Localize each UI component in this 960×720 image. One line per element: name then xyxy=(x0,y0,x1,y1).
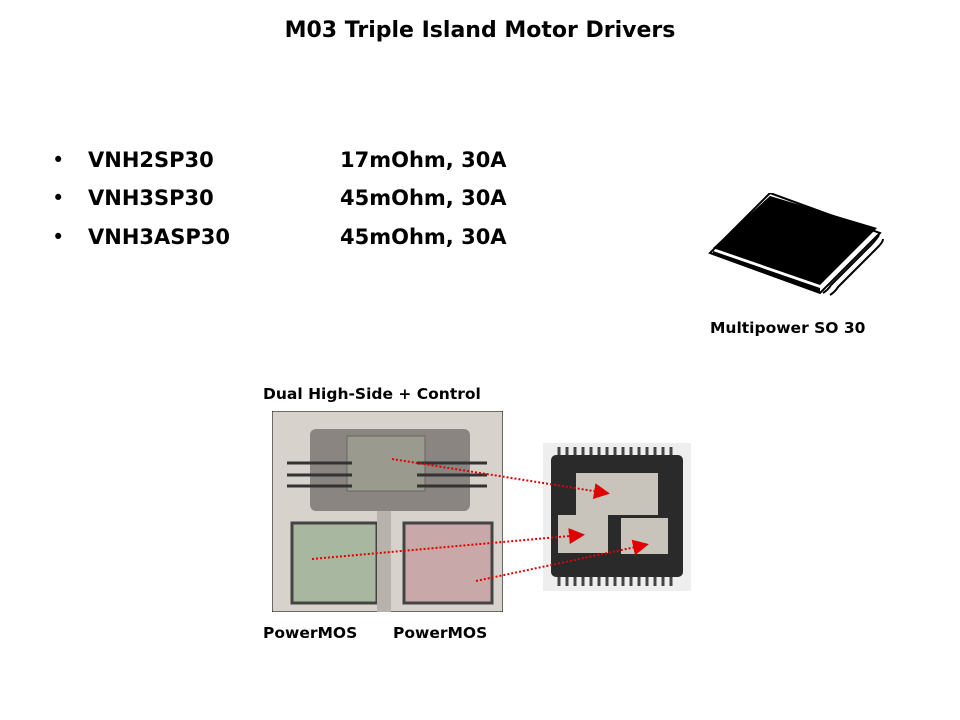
part-number: VNH3SP30 xyxy=(88,186,214,210)
die-photo xyxy=(272,411,503,612)
slide-title: M03 Triple Island Motor Drivers xyxy=(284,18,676,43)
part-number: VNH2SP30 xyxy=(88,148,214,172)
so30-package-image xyxy=(708,193,884,296)
bullet-dot: • xyxy=(52,186,65,210)
bullet-item: • VNH3ASP30 45mOhm, 30A xyxy=(52,225,507,249)
die-caption-right: PowerMOS xyxy=(393,624,488,642)
bullet-item: • VNH2SP30 17mOhm, 30A xyxy=(52,148,507,172)
part-spec: 45mOhm, 30A xyxy=(340,225,507,249)
part-spec: 17mOhm, 30A xyxy=(340,148,507,172)
part-spec: 45mOhm, 30A xyxy=(340,186,507,210)
part-number: VNH3ASP30 xyxy=(88,225,231,249)
package-bottom-photo xyxy=(543,443,691,591)
bullet-item: • VNH3SP30 45mOhm, 30A xyxy=(52,186,507,210)
die-caption-top: Dual High-Side + Control xyxy=(263,385,481,403)
bullet-dot: • xyxy=(52,148,65,172)
bullet-dot: • xyxy=(52,225,65,249)
die-caption-left: PowerMOS xyxy=(263,624,358,642)
package-caption: Multipower SO 30 xyxy=(710,319,866,337)
